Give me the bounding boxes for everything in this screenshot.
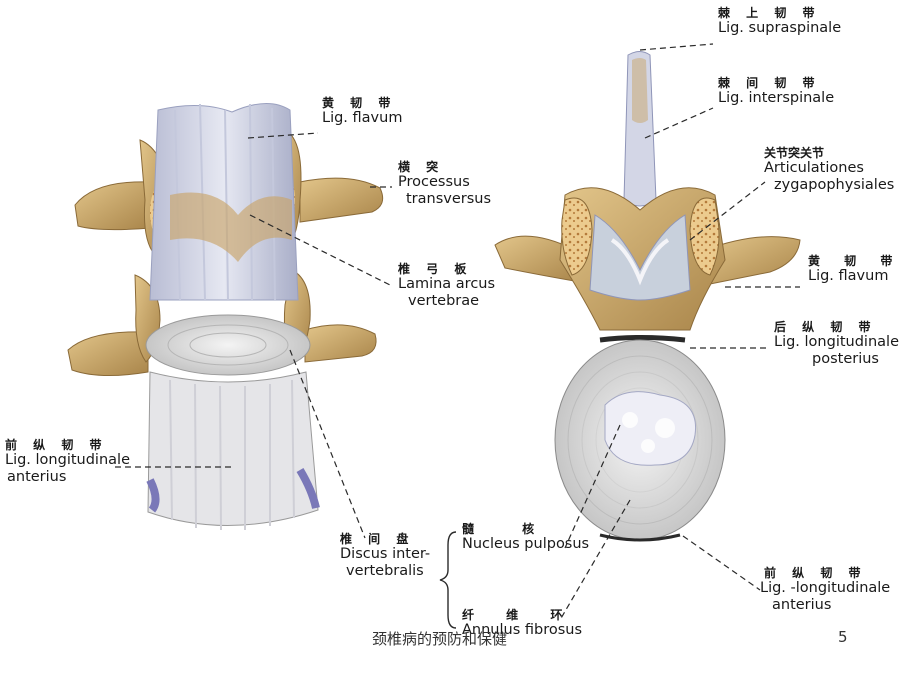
label-zh: 关节突关节 — [764, 146, 825, 160]
label-zh: 前 纵 韧 带 — [764, 566, 867, 580]
label-la: Lig. supraspinale — [718, 20, 842, 37]
label-zh: 黄 韧 带 — [322, 96, 397, 110]
label-la: Nucleus pulposus — [462, 536, 590, 553]
label-la-1: Lig. longitudinale — [5, 452, 130, 469]
label-lig-interspinale: 棘 间 韧 带 Lig. interspinale — [718, 76, 834, 107]
label-nucleus-pulposus: 髓 核 Nucleus pulposus — [462, 522, 589, 553]
label-zh: 纤 维 环 — [462, 608, 577, 622]
label-zh: 横 突 — [398, 160, 445, 174]
label-zh: 椎 间 盘 — [340, 532, 415, 546]
label-la-2: transversus — [406, 191, 492, 208]
label-lig-longitudinale-anterius-right: 前 纵 韧 带 Lig. -longitudinale anterius — [760, 566, 890, 614]
left-spine-view — [67, 103, 384, 531]
label-processus-transversus: 横 突 Processus transversus — [398, 160, 491, 208]
label-zh: 棘 间 韧 带 — [718, 76, 821, 90]
label-annulus-fibrosus: 纤 维 环 Annulus fibrosus — [462, 608, 582, 639]
label-la-1: Lamina arcus — [398, 276, 496, 293]
label-la-2: zygapophysiales — [774, 177, 895, 194]
label-la-1: Articulationes — [764, 160, 864, 177]
label-lamina-arcus: 椎 弓 板 Lamina arcus vertebrae — [398, 262, 495, 310]
label-lig-supraspinale: 棘 上 韧 带 Lig. supraspinale — [718, 6, 841, 37]
right-vertebra-view — [494, 51, 801, 542]
label-la-2: vertebrae — [408, 293, 480, 310]
label-la-1: Lig. longitudinale — [774, 334, 899, 351]
label-articulationes-zygapophysiales: 关节突关节 Articulationes zygapophysiales — [764, 146, 894, 194]
disc-bracket — [439, 531, 457, 629]
label-zh: 髓 核 — [462, 522, 557, 536]
label-la: Lig. flavum — [808, 268, 889, 285]
label-la-1: Lig. -longitudinale — [760, 580, 891, 597]
label-zh: 黄 韧 带 — [808, 254, 900, 268]
label-la-2: posterius — [812, 351, 879, 368]
label-la: Lig. interspinale — [718, 90, 835, 107]
label-lig-longitudinale-posterius: 后 纵 韧 带 Lig. longitudinale posterius — [774, 320, 899, 368]
label-la-1: Discus inter- — [340, 546, 431, 563]
footer-title: 颈椎病的预防和保健 — [372, 630, 508, 648]
label-lig-longitudinale-anterius-left: 前 纵 韧 带 Lig. longitudinale anterius — [5, 438, 130, 486]
label-lig-flavum-left: 黄 韧 带 Lig. flavum — [322, 96, 402, 127]
page-number: 5 — [838, 628, 848, 646]
label-zh: 后 纵 韧 带 — [774, 320, 877, 334]
label-discus-intervertebralis: 椎 间 盘 Discus inter- vertebralis — [340, 532, 430, 580]
label-la-2: anterius — [772, 597, 832, 614]
leader-lines — [115, 43, 800, 621]
label-la: Lig. flavum — [322, 110, 403, 127]
label-zh: 椎 弓 板 — [398, 262, 473, 276]
label-zh: 前 纵 韧 带 — [5, 438, 108, 452]
label-la-2: anterius — [7, 469, 67, 486]
label-lig-flavum-right: 黄 韧 带 Lig. flavum — [808, 254, 900, 285]
label-la-1: Processus — [398, 174, 470, 191]
label-la-2: vertebralis — [346, 563, 424, 580]
label-zh: 棘 上 韧 带 — [718, 6, 821, 20]
label-la: Annulus fibrosus — [462, 622, 583, 639]
